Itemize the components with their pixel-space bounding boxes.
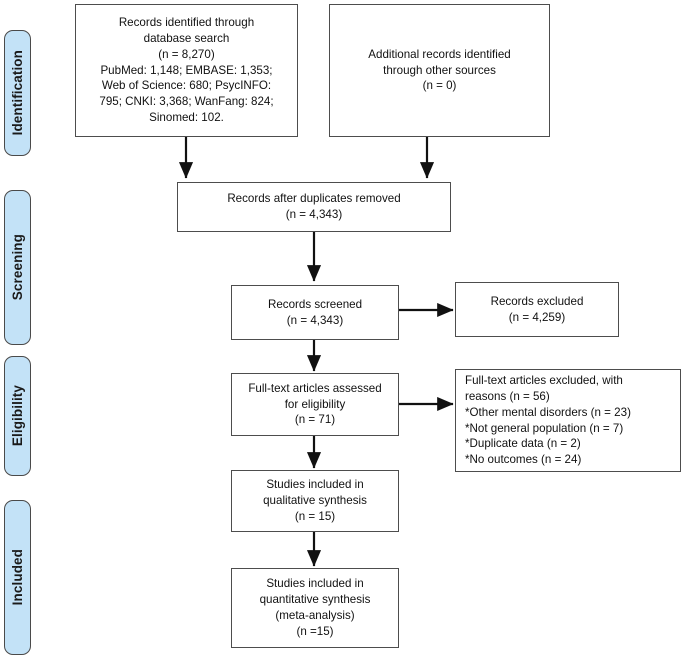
node-records-identified: Records identified through database sear… [75,4,298,137]
stage-label-included: Included [4,500,31,655]
stage-label-eligibility-text: Eligibility [10,385,25,447]
stage-label-identification: Identification [4,30,31,156]
node-additional-records-text: Additional records identified through ot… [368,47,511,93]
node-duplicates-removed-text: Records after duplicates removed (n = 4,… [227,192,401,221]
stage-label-screening-text: Screening [10,234,25,301]
node-fulltext-assessed: Full-text articles assessed for eligibil… [231,373,399,436]
node-quantitative-synthesis-text: Studies included in quantitative synthes… [259,577,371,638]
node-qualitative-synthesis: Studies included in qualitative synthesi… [231,470,399,532]
node-additional-records: Additional records identified through ot… [329,4,550,137]
node-quantitative-synthesis: Studies included in quantitative synthes… [231,568,399,648]
node-records-excluded-text: Records excluded (n = 4,259) [490,294,584,324]
stage-label-identification-text: Identification [10,50,25,136]
node-qualitative-synthesis-text: Studies included in qualitative synthesi… [263,478,367,523]
node-fulltext-excluded-text: Full-text articles excluded, with reason… [465,373,631,467]
node-fulltext-assessed-text: Full-text articles assessed for eligibil… [248,381,382,427]
stage-label-screening: Screening [4,190,31,345]
node-duplicates-removed: Records after duplicates removed (n = 4,… [177,182,451,232]
node-records-identified-text: Records identified through database sear… [99,15,274,125]
node-fulltext-excluded: Full-text articles excluded, with reason… [455,369,681,472]
stage-label-eligibility: Eligibility [4,356,31,476]
node-records-excluded: Records excluded (n = 4,259) [455,282,619,337]
node-records-screened-text: Records screened (n = 4,343) [267,297,363,327]
stage-label-included-text: Included [10,549,25,606]
node-records-screened: Records screened (n = 4,343) [231,285,399,340]
